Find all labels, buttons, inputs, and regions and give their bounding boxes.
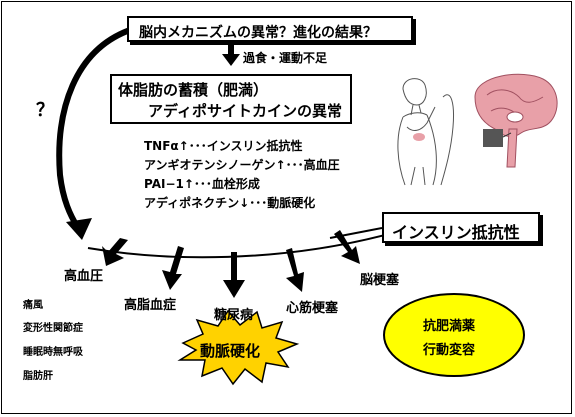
obesity-line2: アディポサイトカインの異常 [148,102,342,120]
question-mark: ？ [36,100,54,121]
cause-arrow-head [222,54,240,66]
disease-diabetes: 糖尿病 [214,308,254,323]
other-disease-fatty-liver: 脂肪肝 [23,371,53,382]
other-disease-gout: 痛風 [23,300,43,311]
person-figure [397,78,454,186]
disease-myocardial-infarction: 心筋梗塞 [286,301,339,316]
feedback-curve-arrow [56,27,132,230]
cause-arrow-shaft [228,44,234,55]
insulin-resistance-box: インスリン抵抗性 [382,212,540,243]
obesity-box: 体脂肪の蓄積（肥満） アディポサイトカインの異常 [110,74,352,124]
cytokine-pai1: PAI−1↑･･･血栓形成 [144,177,260,191]
arrow-stroke [334,230,360,264]
cytokine-adiponectin: アディポネクチン↓･･･動脈硬化 [144,196,316,210]
disease-hyperlipidemia: 高脂血症 [124,298,177,313]
treatment-ellipse: 抗肥満薬 行動変容 [383,293,525,377]
arrow-mi [286,248,304,292]
disease-hypertension: 高血圧 [64,269,104,284]
brain-mechanism-box: 脳内メカニズムの異常？進化の結果？ [127,16,413,42]
treatment-anti-obesity-drug: 抗肥満薬 [423,319,476,334]
arteriosclerosis-label: 動脈硬化 [200,342,261,360]
arrow-diabetes [223,252,245,298]
cause-label: 過食・運動不足 [243,51,328,65]
arteriosclerosis-burst [177,309,300,386]
treatment-behavior-change: 行動変容 [423,343,476,358]
arrow-hyperlipidemia [162,246,184,290]
other-disease-osteoarthritis: 変形性関節症 [23,323,83,334]
insulin-resistance-text: インスリン抵抗性 [392,223,520,242]
brain-mechanism-text: 脳内メカニズムの異常？進化の結果？ [139,25,377,41]
person-brain-illustration [397,73,558,186]
arrow-hypertension [102,238,128,266]
brain-figure [474,73,558,168]
obesity-line1: 体脂肪の蓄積（肥満） [118,81,269,99]
cytokine-tnf: TNFα↑･･･インスリン抵抗性 [144,139,303,153]
disease-stroke: 脳梗塞 [360,273,400,288]
stomach-shape [413,133,425,141]
feedback-curve-arrowhead [66,218,92,240]
cytokine-angiotensinogen: アンギオテンシノーゲン↑･･･高血圧 [144,158,340,172]
other-disease-sleep-apnea: 睡眠時無呼吸 [23,347,83,358]
